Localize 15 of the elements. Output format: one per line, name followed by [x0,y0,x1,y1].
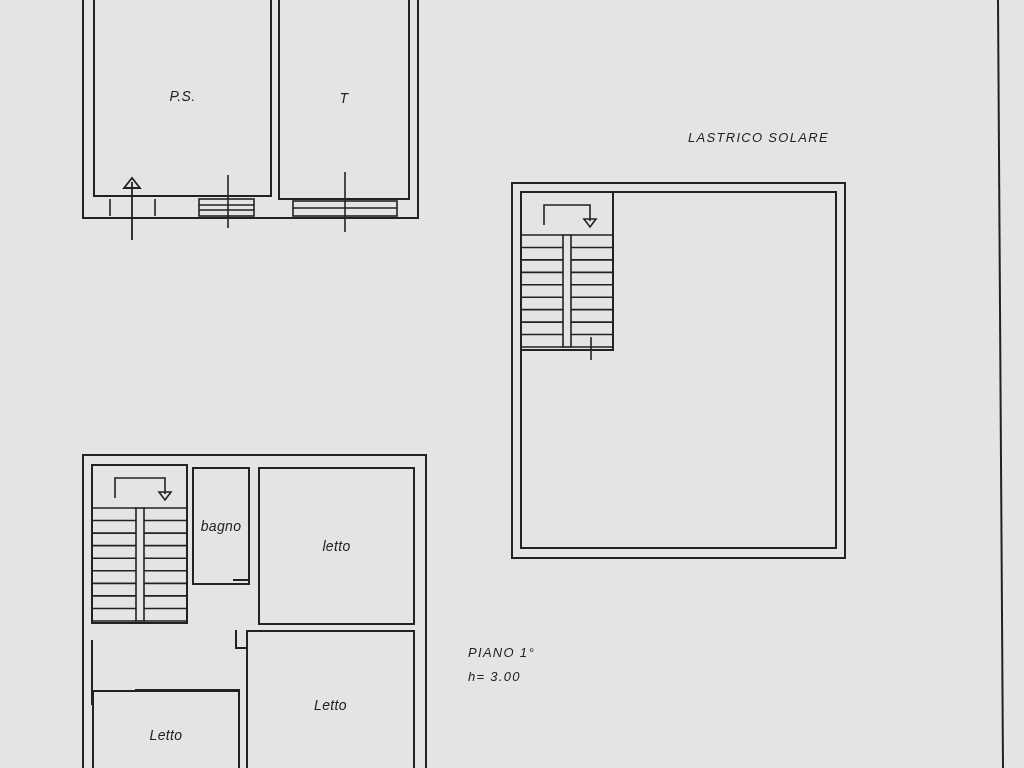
room-label: bagno [200,516,242,536]
room-label: T [339,88,349,108]
room [93,0,272,197]
room-label: Letto [149,725,183,745]
room [278,0,410,200]
room [92,690,240,768]
plan-note: LASTRICO SOLARE [688,129,829,147]
room-label: Letto [314,695,347,715]
plan-note: h= 3.00 [468,668,521,686]
room [246,630,415,768]
plan-note: PIANO 1° [468,644,535,662]
room-label: letto [322,536,351,556]
room-label: P.S. [169,87,196,106]
room [192,467,250,585]
room [258,467,415,625]
